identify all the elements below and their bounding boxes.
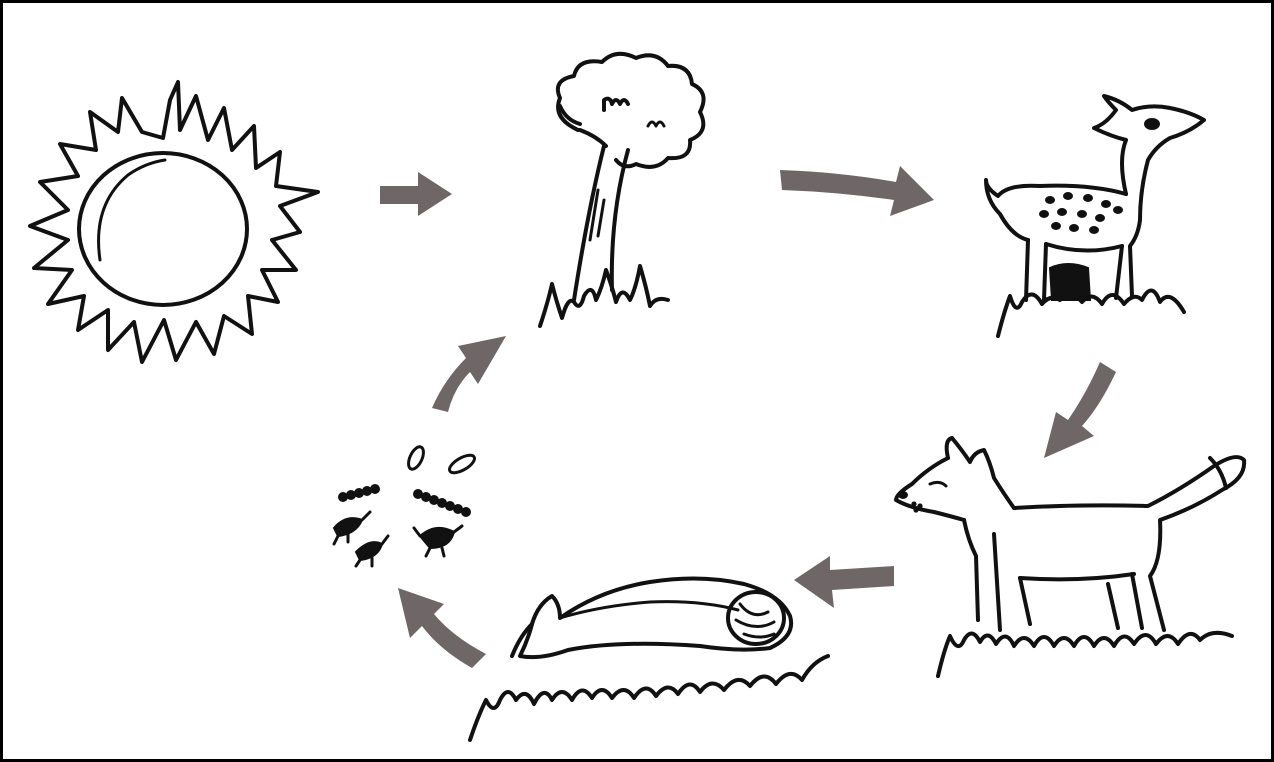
arrow-decomposers-to-tree xyxy=(432,336,506,412)
tree-icon xyxy=(540,54,704,326)
arrow-fox-to-dead-animal xyxy=(794,556,894,608)
arrow-sun-to-tree xyxy=(380,172,452,216)
arrow-dead-animal-to-decomposers xyxy=(398,588,486,668)
arrow-deer-to-fox xyxy=(1044,362,1116,458)
dead-animal-icon xyxy=(470,578,828,740)
arrow-tree-to-deer xyxy=(780,166,934,216)
fox-icon xyxy=(896,438,1244,676)
decomposers-icon xyxy=(334,445,477,566)
sun-icon xyxy=(30,82,318,362)
deer-icon xyxy=(986,96,1204,336)
